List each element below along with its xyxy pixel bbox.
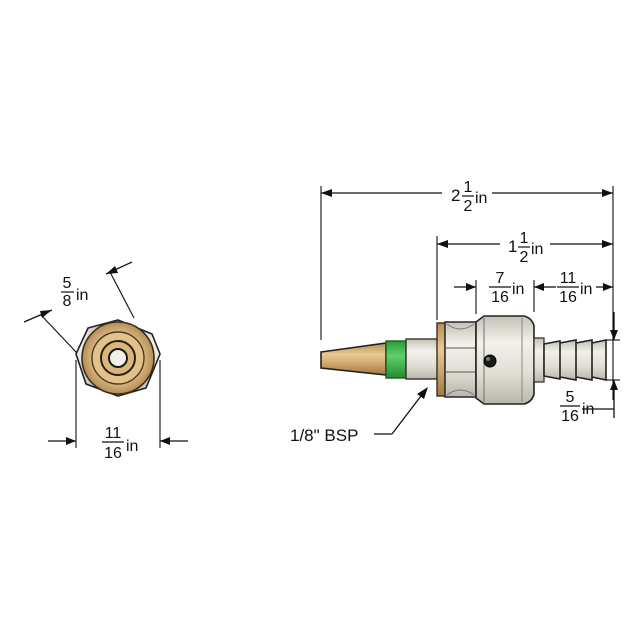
dim-barb-unit: in: [582, 401, 594, 418]
green-band: [385, 340, 407, 379]
arrow-overall-right: [602, 189, 613, 197]
arrow-11-16-a: [66, 437, 76, 445]
dim-barb-den: 16: [561, 408, 579, 425]
dim-overall-whole: 2: [451, 186, 460, 205]
dim-overall-unit: in: [475, 190, 487, 207]
dim-overall-label: 2 1 2 in: [451, 179, 487, 215]
dim-tail-unit: in: [580, 281, 592, 298]
hex-chamfer: [446, 323, 475, 396]
dim-5-8-label: 5 8 in: [61, 275, 88, 310]
dim-body-num: 1: [520, 230, 529, 247]
dim-body-whole: 1: [508, 237, 517, 256]
hose-barb: [543, 339, 607, 381]
dim-11-16-unit: in: [126, 438, 138, 455]
thread-leader-arrow: [417, 387, 428, 399]
set-screw: [483, 354, 497, 368]
thread-leader-diagonal: [391, 391, 425, 435]
arrow-5-8-b: [106, 266, 118, 274]
dim-5-8-unit: in: [76, 287, 88, 304]
dim-overall-num: 1: [464, 179, 473, 196]
dim-tail-label: 11 16 in: [557, 270, 592, 306]
dim-barb-num: 5: [566, 389, 575, 406]
arrow-barb-top: [610, 330, 618, 340]
dim-overall-den: 2: [464, 198, 473, 215]
dim-barb-label: 5 16 in: [560, 389, 594, 425]
dim-tail-den: 16: [559, 289, 577, 306]
end-view: 5 8 in 11 16 in: [23, 261, 188, 462]
dim-body-unit: in: [531, 241, 543, 258]
set-screw-highlight: [486, 357, 490, 361]
thread-label: 1/8" BSP: [290, 426, 358, 445]
arrow-overall-left: [321, 189, 332, 197]
arrow-11-16-b: [160, 437, 170, 445]
arrow-coupling-right: [534, 283, 544, 291]
dim-11-16-den: 16: [104, 445, 122, 462]
ext-line-5-8-left: [40, 314, 78, 354]
ext-line-5-8-right: [109, 271, 135, 319]
dim-coupling-label: 7 16 in: [489, 270, 524, 306]
dim-11-16-label: 11 16 in: [102, 425, 138, 462]
arrow-body-right: [602, 240, 613, 248]
arrow-tail-right: [603, 283, 613, 291]
dim-tail-num: 11: [560, 270, 577, 287]
coupling-body: [475, 315, 535, 405]
dim-body-label: 1 1 2 in: [508, 230, 543, 266]
side-view: 2 1 2 in 1 1 2 in 7 16 in: [290, 179, 620, 445]
steel-neck: [405, 338, 439, 380]
dim-body-den: 2: [520, 249, 529, 266]
dim-coupling-unit: in: [512, 281, 524, 298]
arrow-coupling-left: [466, 283, 476, 291]
end-view-bore: [108, 348, 128, 368]
arrow-barb-bottom: [610, 380, 618, 390]
dim-11-16-num: 11: [105, 425, 122, 442]
tail-collar: [533, 337, 545, 383]
dim-5-8-den: 8: [63, 293, 72, 310]
arrow-body-left: [437, 240, 448, 248]
hex-nut: [444, 321, 477, 398]
dim-5-8-num: 5: [63, 275, 72, 292]
arrow-5-8-a: [40, 310, 52, 318]
brass-tip: [320, 342, 387, 376]
brass-washer: [436, 322, 446, 397]
dim-coupling-den: 16: [491, 289, 509, 306]
dim-coupling-num: 7: [496, 270, 505, 287]
